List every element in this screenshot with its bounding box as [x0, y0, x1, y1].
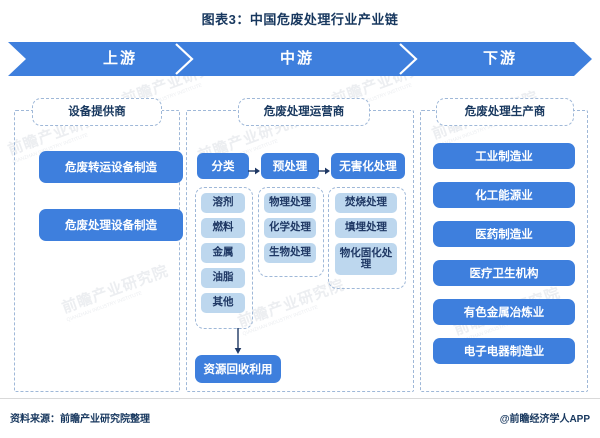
arrow-right-icon — [248, 162, 260, 175]
upstream-box-2[interactable]: 危废处理设备制造 — [39, 209, 183, 241]
stage-box-classify[interactable]: 分类 — [197, 153, 249, 179]
downstream-box-1[interactable]: 工业制造业 — [433, 143, 575, 169]
downstream-box-5[interactable]: 有色金属冶炼业 — [433, 299, 575, 325]
value-chain-band — [8, 42, 592, 76]
sub-item[interactable]: 溶剂 — [201, 193, 245, 213]
sub-item[interactable]: 物化固化处理 — [335, 243, 397, 275]
sub-item[interactable]: 油脂 — [201, 268, 245, 288]
sub-item[interactable]: 焚烧处理 — [335, 193, 397, 213]
sub-item[interactable]: 燃料 — [201, 218, 245, 238]
band-label-downstream: 下游 — [482, 50, 517, 67]
downstream-box-4[interactable]: 医疗卫生机构 — [433, 260, 575, 286]
subgroup-classify — [195, 187, 253, 329]
downstream-box-6[interactable]: 电子电器制造业 — [433, 338, 575, 364]
downstream-box-3[interactable]: 医药制造业 — [433, 221, 575, 247]
stage-box-harmless-treatment[interactable]: 无害化处理 — [331, 153, 405, 179]
arrow-right-icon — [318, 162, 330, 175]
sub-item[interactable]: 金属 — [201, 243, 245, 263]
column-header-upstream: 设备提供商 — [32, 98, 162, 126]
column-header-midstream: 危废处理运营商 — [238, 98, 370, 126]
band-label-upstream: 上游 — [102, 50, 137, 67]
band-label-midstream: 中游 — [279, 50, 314, 67]
downstream-box-2[interactable]: 化工能源业 — [433, 182, 575, 208]
arrow-down-icon — [234, 328, 242, 354]
subgroup-harmless-treatment — [328, 187, 406, 289]
sub-item[interactable]: 填埋处理 — [335, 218, 397, 238]
sub-item[interactable]: 化学处理 — [264, 218, 316, 238]
brand-credit: @前瞻经济学人APP — [499, 414, 590, 425]
stage-box-pretreatment[interactable]: 预处理 — [261, 153, 319, 179]
column-upstream: 设备提供商 危废转运设备制造 危废处理设备制造 — [14, 98, 183, 392]
sub-item[interactable]: 其他 — [201, 293, 245, 313]
sub-item[interactable]: 生物处理 — [264, 243, 316, 263]
chart-title: 图表3：中国危废处理行业产业链 — [201, 12, 399, 27]
sub-item[interactable]: 物理处理 — [264, 193, 316, 213]
column-midstream: 危废处理运营商 分类 预处理 无害化处理 溶剂 燃料 金属 油脂 其他 物理处理… — [186, 98, 414, 392]
recovery-box[interactable]: 资源回收利用 — [195, 355, 281, 383]
footer-divider — [0, 398, 600, 399]
column-downstream: 危废处理生产商 工业制造业 化工能源业 医药制造业 医疗卫生机构 有色金属冶炼业… — [420, 98, 588, 392]
upstream-box-1[interactable]: 危废转运设备制造 — [39, 151, 183, 183]
column-header-downstream: 危废处理生产商 — [436, 98, 574, 126]
subgroup-pretreatment — [258, 187, 324, 277]
source-note: 资料来源：前瞻产业研究院整理 — [10, 414, 150, 425]
